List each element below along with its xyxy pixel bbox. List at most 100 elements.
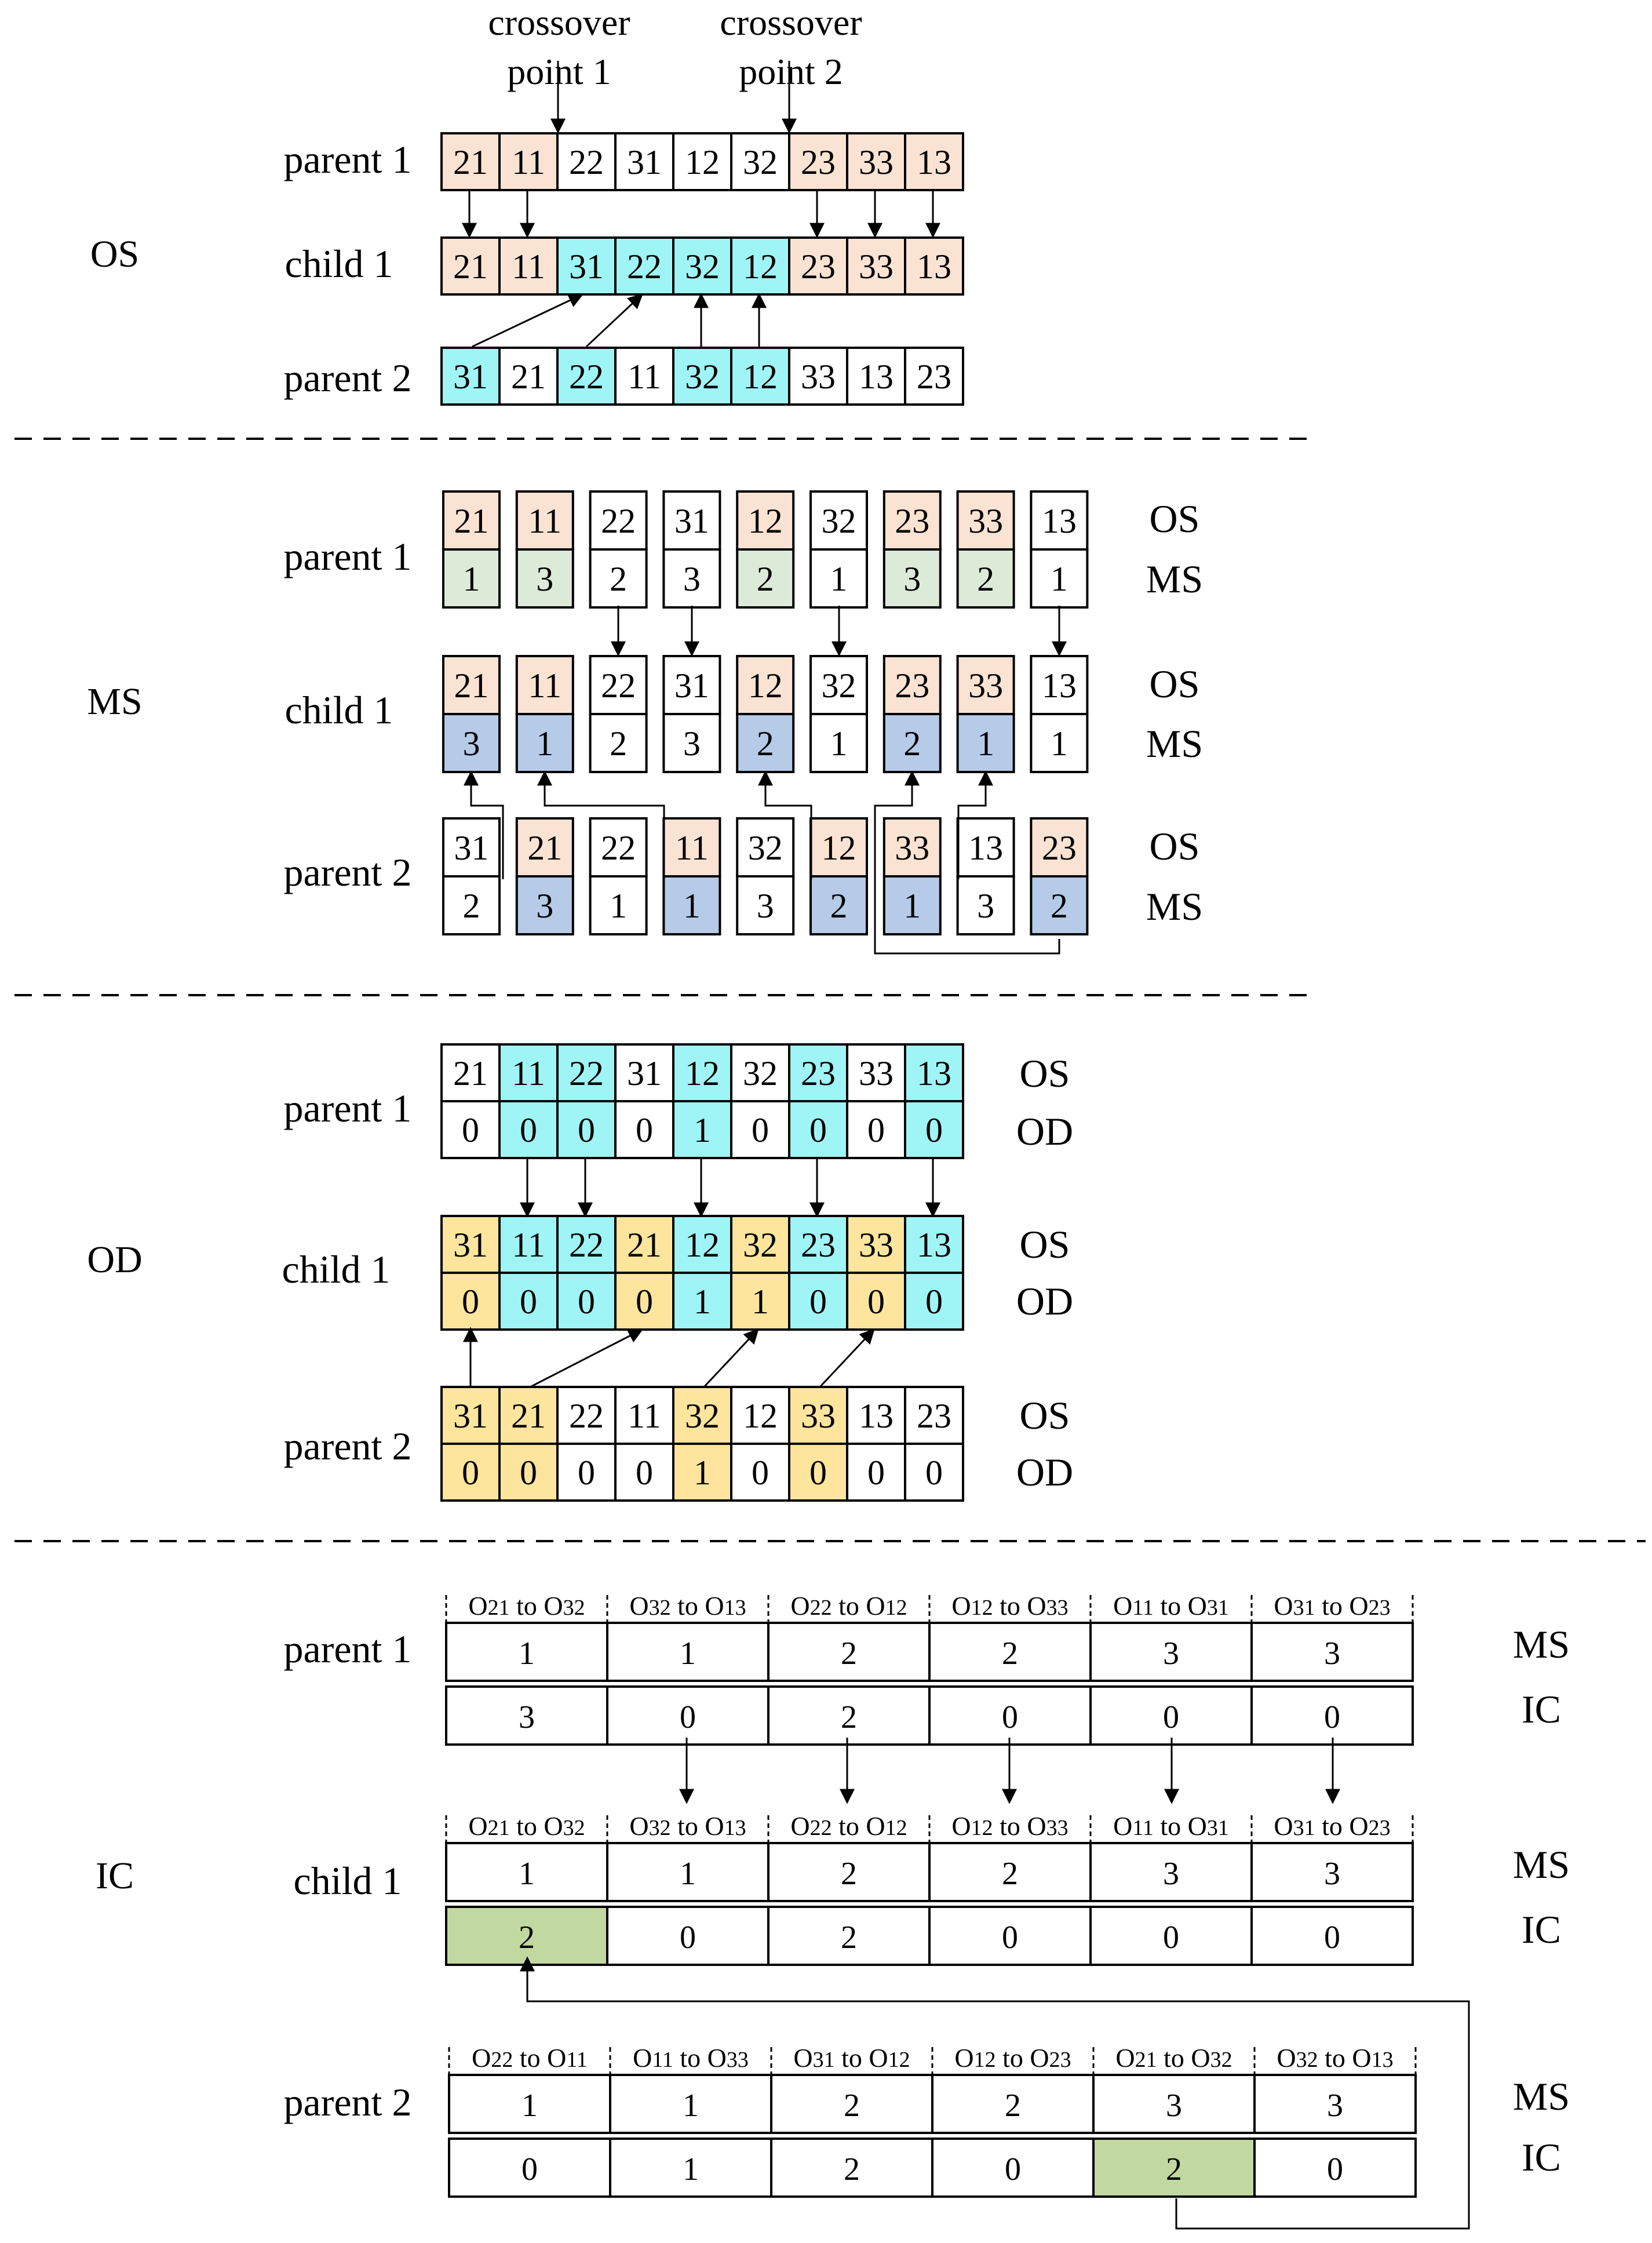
- ms-parent1-ms-cell-value: 3: [536, 560, 553, 598]
- ic-header-index: 32: [1296, 2048, 1318, 2072]
- ic-parent1-ic-cell-box: [445, 1685, 608, 1746]
- os-child1-cell: 13: [904, 236, 964, 296]
- ic-header-text: to O: [671, 1811, 724, 1841]
- ic-parent2-ic-cell-value: 0: [1005, 2151, 1021, 2187]
- ms-parent1-ms-cell-box: [809, 548, 868, 609]
- od-parent1-od-cell: 1: [672, 1100, 732, 1159]
- ms-parent1-os-label: OS: [1150, 497, 1200, 541]
- os-parent2-cell: 12: [730, 347, 790, 406]
- od-parent2-od-cell: 0: [846, 1443, 906, 1502]
- ic-parent2-ic-cell: 0: [448, 2138, 611, 2198]
- ic-header-index: 12: [888, 2048, 910, 2072]
- od-parent2-od-cell-box: [730, 1443, 790, 1502]
- os-parent1-cell: 12: [672, 132, 732, 191]
- ic-parent2-ic-cell-value: 1: [683, 2151, 699, 2187]
- od-child1-os-cell-value: 33: [859, 1226, 894, 1264]
- ic-header-index: 32: [649, 1816, 671, 1840]
- ic-header-index: 11: [566, 2048, 588, 2072]
- ic-child1-ic-cell-box: [1089, 1906, 1253, 1966]
- od-parent1-od-cell: 0: [440, 1100, 501, 1159]
- ic-parent2-ic-cell-value: 2: [844, 2151, 860, 2187]
- ic-child1-ms-cell-box: [928, 1842, 1092, 1902]
- ms-parent1-os-cell: 11: [515, 490, 574, 551]
- os-parent2-cell-value: 33: [801, 358, 836, 396]
- ic-parent2-header: O21 to O32: [1115, 2043, 1232, 2073]
- ic-header-text: O: [954, 2043, 973, 2073]
- od-child1-os-cell-value: 31: [453, 1226, 488, 1264]
- od-child1-od-cell: 0: [904, 1272, 964, 1331]
- ms-parent2-ms-cell-value: 1: [683, 887, 701, 925]
- ms-parent2-ms-cell: 2: [809, 875, 868, 935]
- ic-child1-header: O31 to O23: [1274, 1811, 1390, 1841]
- ms-parent2-os-cell: 23: [1030, 817, 1089, 877]
- os-parent1-cell-box: [498, 132, 559, 191]
- ic-child1-ms-cell: 3: [1250, 1842, 1414, 1902]
- ic-header-index: 23: [1369, 1596, 1391, 1620]
- ms-parent1-ms-cell: 3: [662, 548, 721, 609]
- ms-parent1-ms-cell-box: [736, 548, 795, 609]
- ms-parent1-ms-cell-value: 1: [1051, 560, 1068, 598]
- od-parent2-od-cell: 0: [614, 1443, 674, 1502]
- ms-parent1-os-cell: 12: [736, 490, 795, 551]
- os-child1-cell-value: 22: [627, 247, 662, 286]
- od-parent2-od-cell-box: [614, 1443, 674, 1502]
- ic-child1-ic-cell-value: 0: [680, 1920, 696, 1956]
- od-parent2-od-cell-value: 0: [925, 1454, 943, 1492]
- os-child1-cell-box: [556, 236, 617, 296]
- od-parent1-os-cell: 23: [788, 1043, 848, 1102]
- ms-parent1-os-cell: 23: [882, 490, 942, 551]
- ms-child1-os-cell: 12: [736, 655, 795, 715]
- os-parent2-cell: 33: [788, 347, 848, 406]
- ms-child1-ms-label: MS: [1146, 722, 1203, 766]
- od-section-label: OD: [87, 1239, 142, 1281]
- ic-header-text: O: [1277, 2043, 1296, 2073]
- ic-header-index: 13: [724, 1816, 746, 1840]
- ms-parent2-os-cell-value: 23: [1042, 829, 1077, 867]
- ms-parent2-os-cell-value: 12: [822, 829, 856, 867]
- ic-header-text: O: [629, 1811, 648, 1841]
- ms-child1-ms-cell: 3: [442, 713, 501, 773]
- ic-parent2-ms-cell-box: [770, 2074, 933, 2134]
- ms-parent1-ms-cell-box: [589, 548, 648, 609]
- ic-header-index: 12: [885, 1596, 907, 1620]
- ic-header-index: 33: [1046, 1816, 1068, 1840]
- ms-parent1-os-cell-value: 23: [895, 502, 929, 540]
- od-child1-os-cell-value: 21: [627, 1226, 662, 1264]
- os-parent2-label: parent 2: [284, 356, 412, 400]
- ic-header-text: O: [1274, 1811, 1293, 1841]
- ic-parent2-ic-label: IC: [1522, 2135, 1561, 2179]
- od-child1-od-cell: 0: [846, 1272, 906, 1331]
- od-parent1-od-cell: 0: [556, 1100, 617, 1159]
- crossover-point-2-line1: crossover: [720, 2, 862, 43]
- od-parent1-label: parent 1: [284, 1086, 412, 1130]
- ic-parent1-ic-cell: 3: [445, 1685, 608, 1746]
- ic-child1-ic-cell-value: 2: [841, 1920, 857, 1956]
- od-cells: 2101102203101213202303301303101102202101…: [440, 1043, 964, 1502]
- ms-parent2-ms-cell-value: 3: [536, 887, 553, 925]
- os-child1-cell-value: 21: [453, 247, 488, 286]
- od-parent2-od-cell: 0: [788, 1443, 848, 1502]
- ic-child1-ic-cell-value: 2: [519, 1920, 535, 1956]
- os-parent1-cell-value: 12: [685, 143, 720, 181]
- od-parent1-od-cell-value: 0: [809, 1111, 827, 1149]
- ic-parent1-ms-cell-value: 2: [1002, 1636, 1018, 1672]
- ic-header-text: to O: [832, 1811, 885, 1841]
- ic-parent1-ic-label: IC: [1522, 1687, 1561, 1731]
- od-parent1-os-cell-value: 33: [859, 1054, 894, 1093]
- ms-parent2-os-cell: 33: [882, 817, 942, 877]
- ms-child1-ms-cell-value: 3: [463, 724, 480, 763]
- od-child1-os-cell-value: 11: [512, 1226, 545, 1264]
- ms-child1-os-cell-value: 21: [454, 667, 489, 705]
- ms-child1-ms-cell: 2: [736, 713, 795, 773]
- od-parent1-os-cell-value: 13: [917, 1054, 951, 1093]
- ms-parent1-ms-cell-value: 3: [903, 560, 921, 598]
- ic-header-text: to O: [996, 2043, 1049, 2073]
- od-parent2-os-cell-box: [846, 1386, 906, 1445]
- od-parent2-os-label: OS: [1020, 1393, 1070, 1437]
- ic-parent1-ic-cell: 0: [606, 1685, 770, 1746]
- ic-header-index: 11: [1132, 1816, 1154, 1840]
- os-parent1-cell: 21: [440, 132, 501, 191]
- ic-header-text: to O: [835, 2043, 888, 2073]
- ms-parent1-ms-cell-value: 2: [610, 560, 627, 598]
- od-parent2-os-cell-value: 23: [917, 1397, 951, 1435]
